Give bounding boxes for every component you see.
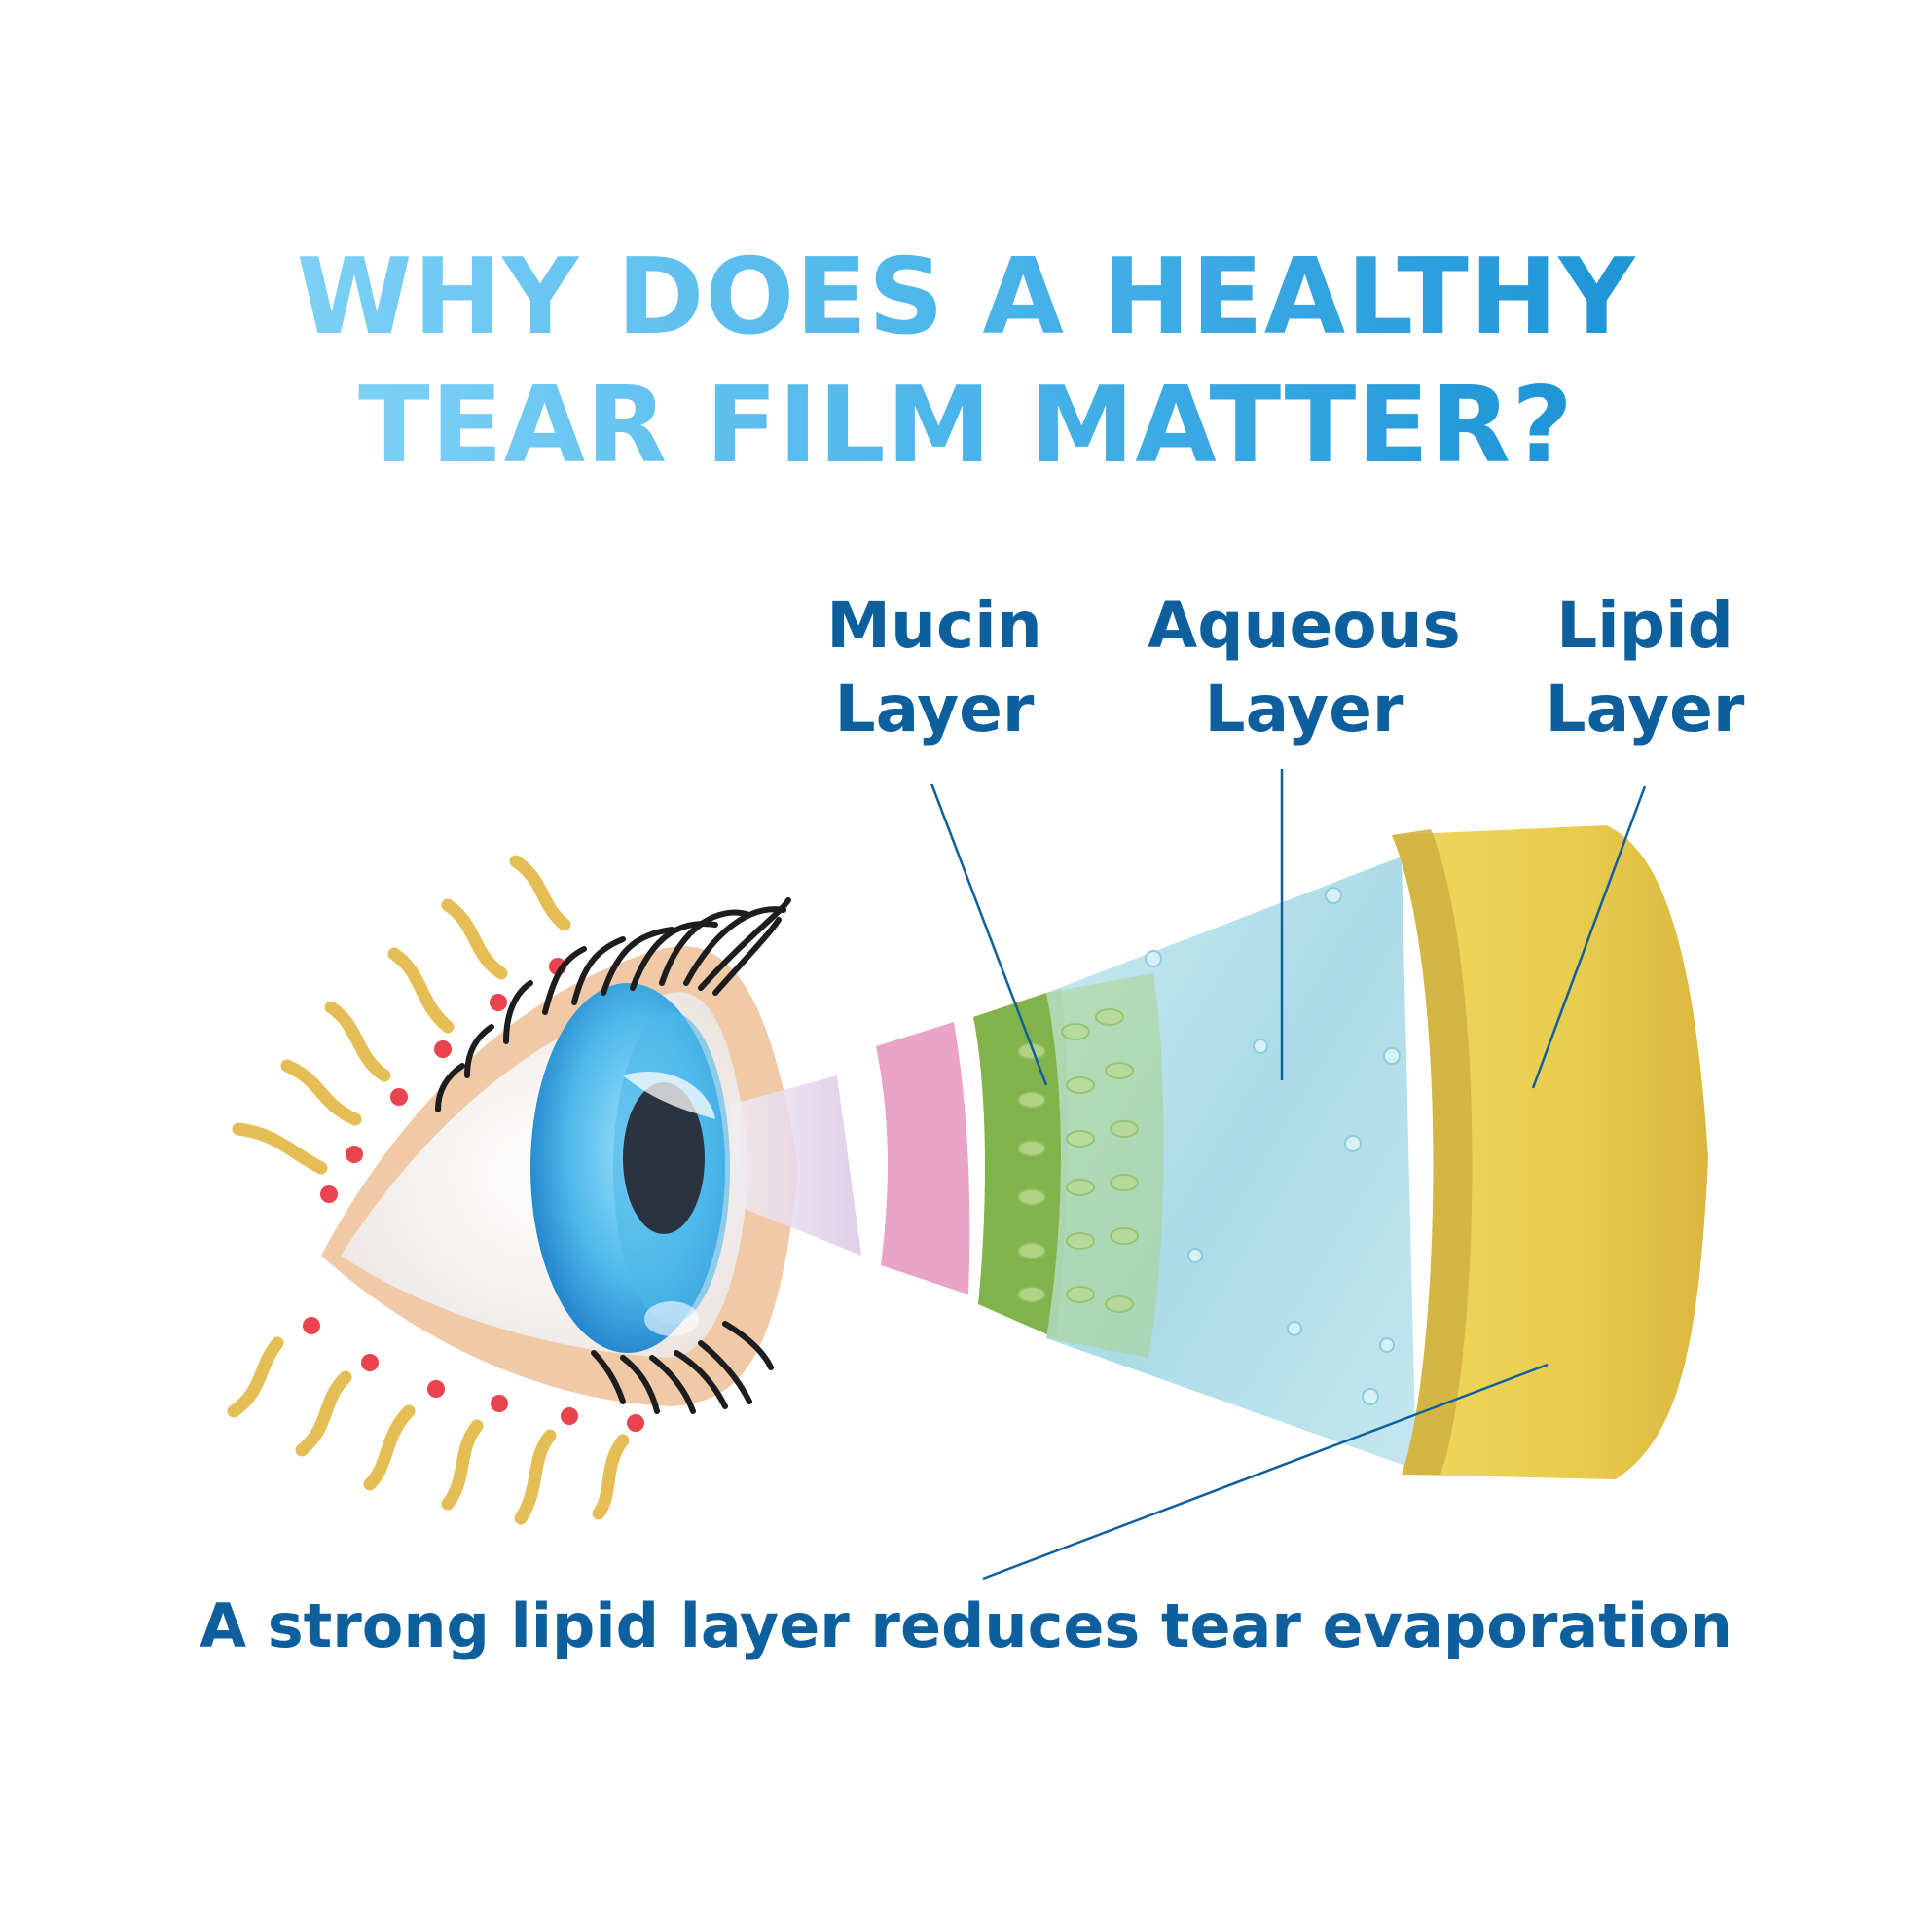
red-dot-icon: [491, 1395, 508, 1412]
footer-leader-line: [982, 1363, 1549, 1581]
heat-wave-icon: [232, 1122, 328, 1175]
aqueous-layer-label: Aqueous Layer: [1119, 584, 1489, 751]
mucin-layer-label: Mucin Layer: [798, 584, 1071, 751]
aqueous-layer: [1046, 857, 1416, 1470]
heat-wave-icon: [441, 1419, 484, 1511]
heat-wave-icon: [387, 947, 455, 1034]
light-beam: [730, 1075, 861, 1256]
heat-wave-icon: [441, 898, 508, 980]
mucin-gel-blobs: [1017, 973, 1164, 1358]
lipid-leader-line: [1531, 785, 1647, 1089]
eye-illustration: [321, 897, 798, 1414]
red-dot-icon: [390, 1088, 408, 1106]
page-title-line-1: WHY DOES A HEALTHY: [296, 237, 1636, 358]
footer-caption: A strong lipid layer reduces tear evapor…: [200, 1590, 1732, 1661]
lipid-layer-label: Lipid Layer: [1518, 584, 1771, 751]
aqueous-bubbles: [1145, 887, 1401, 1405]
red-dot-icon: [303, 1317, 320, 1334]
lipid-layer: [1392, 825, 1708, 1479]
heat-wave-icon: [514, 1429, 557, 1525]
heat-wave-icon: [324, 1001, 391, 1082]
heat-wave-icon: [509, 855, 571, 931]
aqueous-label-line-1: Aqueous: [1148, 588, 1461, 663]
lipid-label-line-2: Layer: [1545, 672, 1745, 747]
page-title-line-2: TEAR FILM MATTER?: [358, 365, 1574, 487]
heat-wave-icon: [363, 1404, 416, 1491]
mucin-leader-line: [930, 783, 1048, 1086]
red-dot-icon: [561, 1407, 578, 1425]
heat-wave-icon: [280, 1059, 362, 1126]
mucin-pink-band: [876, 1022, 970, 1294]
mucin-label-line-1: Mucin: [826, 588, 1042, 663]
heat-wave-icon: [592, 1434, 630, 1520]
pupil-icon: [623, 1082, 705, 1234]
red-dot-icon: [361, 1354, 379, 1371]
red-dot-icon: [320, 1185, 338, 1203]
red-dot-icon: [490, 994, 507, 1011]
red-dot-icon: [434, 1040, 452, 1058]
aqueous-label-line-2: Layer: [1204, 672, 1404, 747]
heat-wave-icon: [227, 1336, 284, 1418]
lipid-layer-edge: [1392, 829, 1473, 1475]
heat-wave-icon: [295, 1370, 352, 1457]
red-dot-icon: [627, 1414, 644, 1432]
red-dot-icon: [346, 1146, 363, 1163]
red-dot-icon: [427, 1380, 445, 1398]
mucin-label-line-2: Layer: [834, 672, 1035, 747]
leader-lines: [930, 769, 1647, 1581]
lipid-label-line-1: Lipid: [1556, 588, 1733, 663]
heat-wave-group: [227, 855, 630, 1525]
